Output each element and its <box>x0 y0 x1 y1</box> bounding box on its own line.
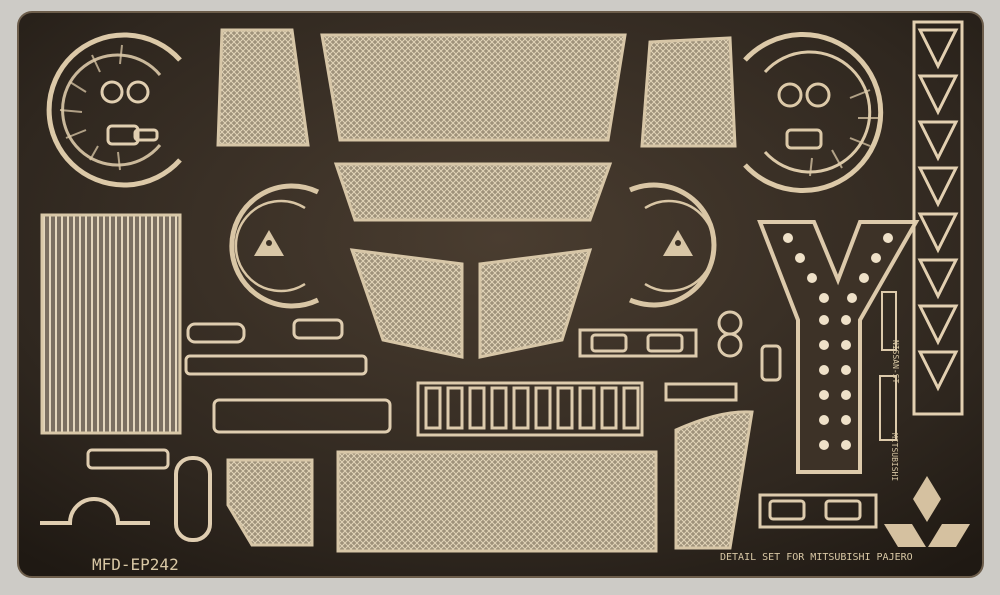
mesh-panel-bottom-right <box>674 410 754 550</box>
radiator-grille <box>40 213 182 435</box>
small-stamp-1: NISSAN-ST <box>891 340 900 384</box>
mesh-panel-mid-center <box>333 162 613 222</box>
mesh-panel-bottom-left <box>226 458 314 547</box>
left-bracket-group <box>40 318 392 542</box>
left-c-wheel <box>46 32 182 188</box>
small-label-plate-1 <box>881 291 897 351</box>
mesh-panel-bottom-center <box>336 450 658 553</box>
triangle-ladder <box>912 20 964 416</box>
right-c-wheel <box>743 32 884 193</box>
mesh-panel-top-left <box>216 28 310 147</box>
left-small-parts <box>100 80 159 146</box>
small-label-plate-2 <box>879 375 897 441</box>
center-window-strip <box>416 381 644 437</box>
mesh-panel-top-center <box>320 33 627 142</box>
mitsubishi-logo <box>884 476 970 547</box>
mesh-panel-top-right <box>640 36 737 148</box>
center-right-wheel <box>629 182 717 308</box>
y-frame-part <box>757 220 920 474</box>
mesh-panel-lower-left <box>349 248 464 359</box>
sheet-caption-text: DETAIL SET FOR MITSUBISHI PAJERO <box>720 552 913 563</box>
mesh-panel-lower-right <box>478 248 593 359</box>
small-stamp-2: MITSUBISHI <box>890 433 899 481</box>
center-left-wheel <box>229 183 320 309</box>
center-small-parts <box>578 310 878 529</box>
part-number-text: MFD-EP242 <box>92 555 179 574</box>
